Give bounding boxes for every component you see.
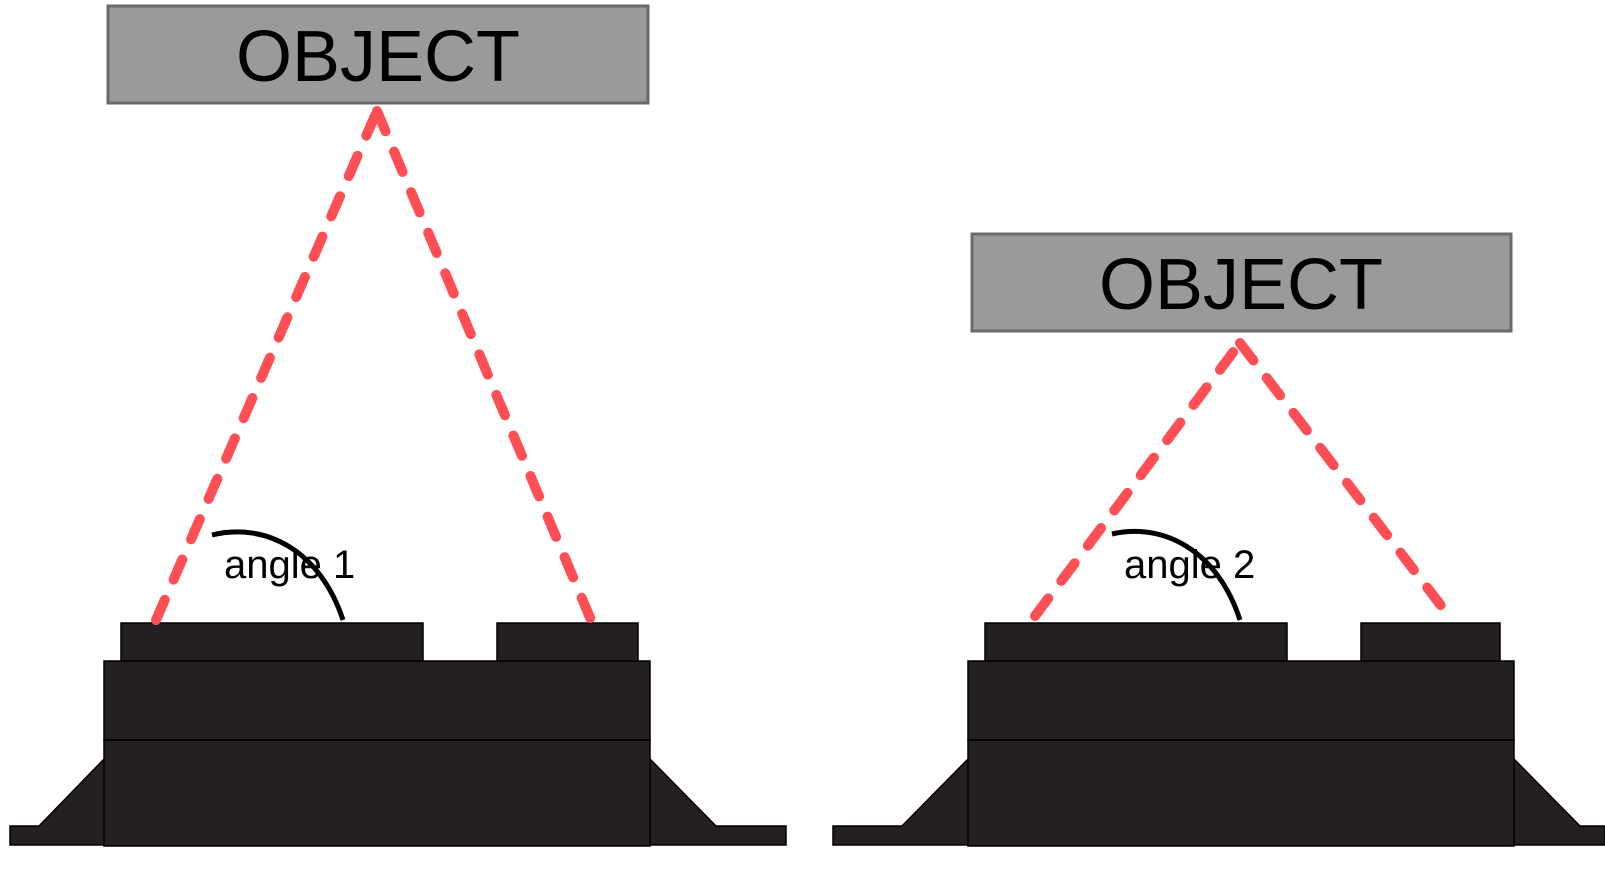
left-beam-outgoing (151, 106, 382, 625)
left-sensor-foot-left (9, 755, 107, 846)
left-object-box (106, 4, 650, 105)
left-angle-arc (211, 529, 346, 621)
left-sensor (9, 622, 787, 847)
right-sensor-base-lower (967, 739, 1515, 847)
left-angle-label: angle 1 (224, 543, 355, 587)
left-object-label: OBJECT (236, 17, 520, 97)
right-angle-label: angle 2 (1124, 543, 1255, 587)
right-sensor-foot-right (1511, 755, 1605, 846)
left-sensor-foot-right (647, 755, 787, 846)
right-sensor-foot-left (832, 755, 971, 846)
right-object-label: OBJECT (1099, 245, 1383, 325)
right-receiver (1360, 622, 1501, 662)
right-beam-return (1235, 338, 1454, 621)
right-beam-outgoing (1030, 338, 1245, 621)
left-beam-return (372, 106, 596, 625)
left-emitter (120, 622, 424, 662)
right-object-box (970, 232, 1513, 333)
left-sensor-base-upper (103, 660, 651, 741)
right-angle-arc (1111, 528, 1243, 621)
right-emitter (984, 622, 1288, 662)
right-sensor (832, 622, 1605, 847)
right-sensor-base-upper (967, 660, 1515, 741)
left-receiver (496, 622, 639, 662)
left-sensor-base-lower (103, 739, 651, 847)
left-panel: angle 1 OBJECT (9, 4, 787, 847)
right-panel: angle 2 OBJECT (832, 232, 1605, 847)
